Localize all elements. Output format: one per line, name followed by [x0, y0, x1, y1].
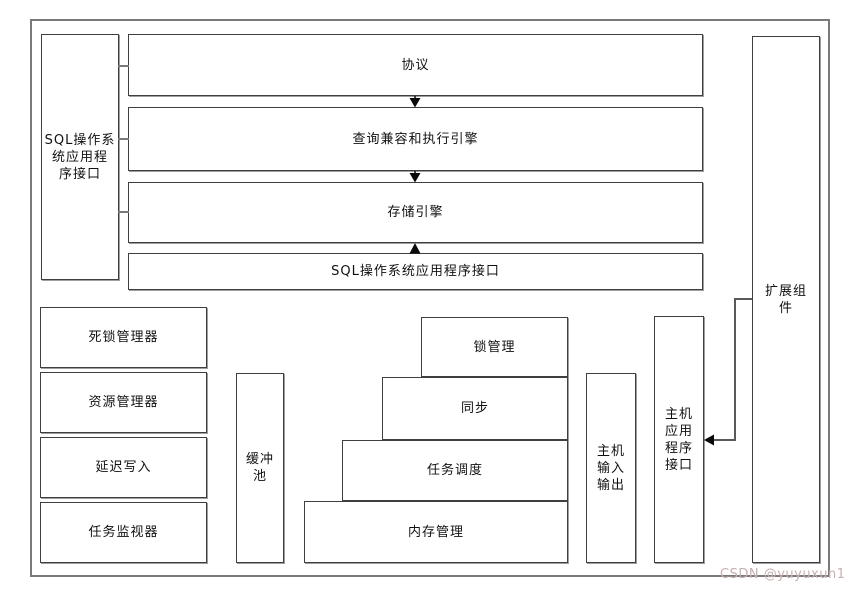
node-sql-os-api-bar: SQL操作系统应用程序接口 [128, 253, 703, 290]
node-protocol: 协议 [128, 34, 703, 96]
node-host-io: 主机输入输出 [586, 373, 636, 563]
node-delayed-write-label: 延迟写入 [95, 460, 152, 475]
node-synchronization-label: 同步 [460, 401, 489, 416]
node-lock-management-label: 锁管理 [473, 339, 516, 355]
node-host-api: 主机应用程序接口 [654, 316, 704, 563]
node-storage-engine-label: 存储引擎 [387, 205, 444, 220]
node-memory-management: 内存管理 [304, 501, 568, 563]
node-protocol-label: 协议 [401, 57, 430, 73]
node-task-monitor-label: 任务监视器 [88, 525, 159, 540]
diagram-outer-frame [30, 19, 830, 577]
node-task-scheduling-label: 任务调度 [426, 463, 483, 478]
node-deadlock-manager-label: 死锁管理器 [88, 330, 159, 345]
node-delayed-write: 延迟写入 [40, 437, 207, 498]
node-task-monitor: 任务监视器 [40, 502, 207, 563]
node-deadlock-manager: 死锁管理器 [40, 307, 207, 368]
node-storage-engine: 存储引擎 [128, 182, 703, 243]
node-query-engine: 查询兼容和执行引擎 [128, 107, 703, 171]
node-resource-manager-label: 资源管理器 [88, 395, 159, 410]
node-lock-management: 锁管理 [421, 317, 568, 377]
node-extension-components: 扩展组件 [752, 36, 820, 563]
node-memory-management-label: 内存管理 [407, 524, 464, 540]
node-task-scheduling: 任务调度 [342, 440, 568, 501]
node-resource-manager: 资源管理器 [40, 372, 207, 433]
csdn-watermark: CSDN @yuyuxun1 [720, 567, 846, 582]
node-sql-os-api-bar-label: SQL操作系统应用程序接口 [331, 264, 500, 279]
node-synchronization: 同步 [382, 377, 568, 440]
node-buffer-pool: 缓冲池 [236, 373, 284, 563]
node-query-engine-label: 查询兼容和执行引擎 [352, 131, 479, 147]
node-sql-os-api-left: SQL操作系统应用程序接口 [41, 34, 119, 280]
